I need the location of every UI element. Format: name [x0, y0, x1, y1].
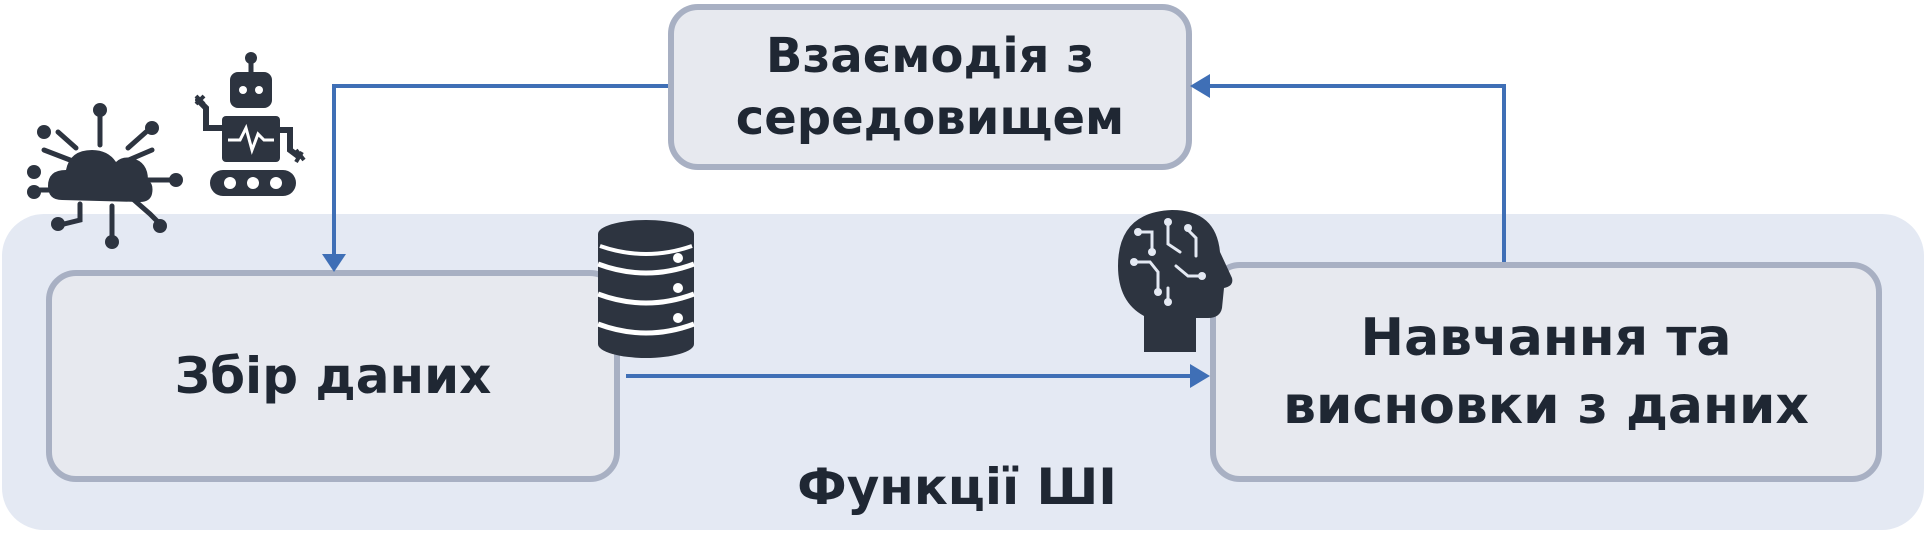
cloud-network-icon: [27, 103, 183, 249]
interaction-node: Взаємодія з середовищем: [668, 4, 1192, 170]
collection-node: Збір даних: [46, 270, 620, 482]
interaction-label: Взаємодія з середовищем: [735, 28, 1125, 146]
learning-node: Навчання та висновки з даних: [1210, 262, 1882, 482]
group-label: Функції ШІ: [797, 458, 1117, 516]
collection-label: Збір даних: [174, 347, 492, 405]
group-caption: Функції ШІ: [0, 452, 1926, 522]
edge-learning-to-interaction: [1190, 74, 1506, 262]
database-icon: [597, 220, 695, 358]
edge-collection-to-learning: [626, 364, 1210, 388]
ai-head-icon: [1118, 210, 1233, 352]
robot-icon: [194, 52, 306, 196]
edge-interaction-to-collection: [322, 84, 668, 272]
learning-label: Навчання та висновки з даних: [1283, 308, 1809, 436]
